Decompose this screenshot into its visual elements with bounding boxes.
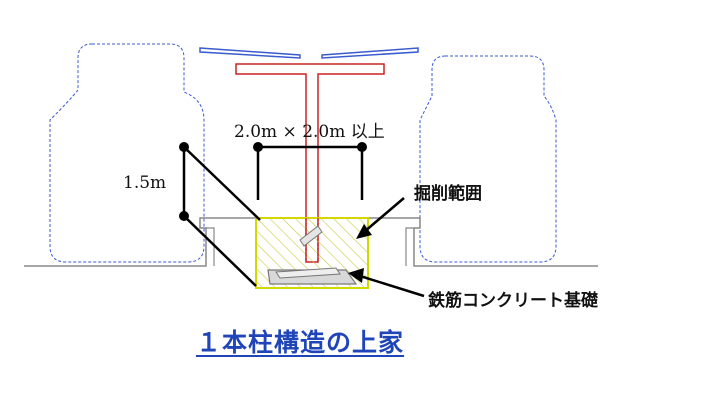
dim-width-dot-left (253, 142, 263, 152)
dim-width-dot-right (357, 142, 367, 152)
rebar-foundation-label: 鉄筋コンクリート基礎 (428, 291, 598, 311)
excavation-arrow-line (363, 197, 405, 233)
excavation-arrowhead (356, 224, 372, 239)
pit-wall-right (405, 227, 414, 266)
roof-panel-right (321, 47, 419, 59)
ground-line-right (368, 217, 598, 267)
foundation-brace (299, 225, 323, 247)
pit-wall-left (206, 227, 215, 266)
height-label: 1.5m (123, 173, 167, 193)
foundation-plate (275, 267, 341, 279)
rebar-arrow-line (359, 274, 425, 298)
diagram-title: １本柱構造の上家 (196, 328, 405, 357)
rebar-arrowhead (348, 268, 364, 283)
left-vehicle-outline (49, 43, 205, 263)
ground-line (24, 217, 256, 267)
roof-panel-left (199, 47, 301, 59)
right-vehicle-outline (419, 55, 557, 263)
dim-height-leader-top (183, 146, 261, 221)
excavation-range-label: 掘削範囲 (414, 184, 482, 204)
area-size-label: 2.0m × 2.0m 以上 (234, 122, 385, 142)
dim-height-leader-bottom (183, 215, 257, 287)
